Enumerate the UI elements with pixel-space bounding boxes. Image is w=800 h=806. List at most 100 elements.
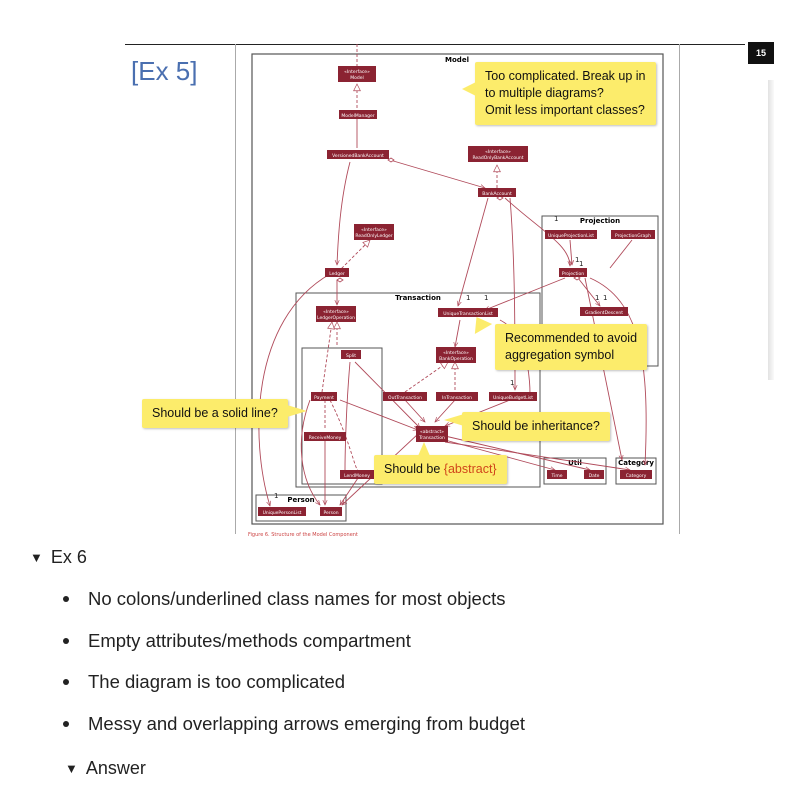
- class-ledger: Ledger: [325, 268, 349, 277]
- svg-text:1: 1: [554, 215, 558, 223]
- svg-text:Util: Util: [568, 459, 582, 467]
- package-category: Category: [615, 457, 657, 485]
- svg-text:Time: Time: [550, 473, 562, 479]
- bullet-dot: [63, 596, 69, 602]
- aggregation-diamonds: [336, 157, 581, 283]
- package-util: Util: [543, 457, 607, 485]
- svg-text:BankAccount: BankAccount: [482, 191, 512, 197]
- svg-text:LedgerOperation: LedgerOperation: [317, 315, 355, 321]
- class-gradient-descent: GradientDescent: [580, 307, 628, 316]
- class-in-transaction: InTransaction: [436, 392, 478, 401]
- slide-top-rule: [125, 44, 745, 45]
- svg-text:UniquePersonList: UniquePersonList: [263, 510, 302, 516]
- toggle-ex6-label: Ex 6: [50, 547, 87, 567]
- package-model: Model: [251, 53, 664, 525]
- svg-text:LendMoney: LendMoney: [344, 473, 370, 479]
- slide: [Ex 5] 15 Model Projection Transaction: [125, 42, 774, 538]
- class-unique-budget-list: UniqueBudgetList: [489, 392, 537, 401]
- svg-text:1: 1: [575, 256, 579, 264]
- list-item: The diagram is too complicated: [63, 671, 525, 713]
- svg-text:Ledger: Ledger: [329, 271, 345, 277]
- class-boxes: «Interface» Model ModelManager Versioned…: [258, 66, 655, 516]
- svg-text:Person: Person: [323, 510, 338, 516]
- class-projection: Projection: [559, 268, 587, 277]
- class-model-manager: ModelManager: [339, 110, 377, 119]
- svg-text:Model: Model: [445, 56, 469, 64]
- svg-text:1: 1: [274, 492, 278, 500]
- class-interface-ledger-operation: «Interface» LedgerOperation: [316, 306, 356, 322]
- svg-text:InTransaction: InTransaction: [442, 395, 472, 401]
- class-person: Person: [320, 507, 342, 516]
- svg-text:«Interface»: «Interface»: [344, 69, 370, 75]
- svg-text:1: 1: [595, 294, 599, 302]
- class-lend-money: LendMoney: [340, 470, 374, 479]
- svg-text:1: 1: [603, 294, 607, 302]
- class-split: Split: [341, 350, 361, 359]
- class-interface-model: «Interface» Model: [338, 66, 376, 82]
- svg-text:Person: Person: [287, 496, 314, 504]
- svg-text:«Interface»: «Interface»: [323, 309, 349, 315]
- svg-text:«Interface»: «Interface»: [443, 350, 469, 356]
- class-out-transaction: OutTransaction: [383, 392, 427, 401]
- list-item: Empty attributes/methods compartment: [63, 630, 525, 672]
- note-too-complicated: Too complicated. Break up in to multiple…: [475, 62, 656, 125]
- class-projection-graph: ProjectionGraph: [611, 230, 655, 239]
- package-transaction: Transaction: [295, 292, 541, 488]
- class-unique-person-list: UniquePersonList: [258, 507, 306, 516]
- package-person: Person: [255, 494, 347, 522]
- svg-text:Category: Category: [618, 459, 654, 467]
- svg-text:BankOperation: BankOperation: [439, 356, 473, 362]
- svg-text:Model: Model: [350, 75, 364, 81]
- class-time: Time: [547, 470, 567, 479]
- bullet-dot: [63, 720, 69, 727]
- svg-text:«abstract»: «abstract»: [420, 429, 444, 435]
- note-tail: [287, 405, 307, 417]
- note-tail: [418, 442, 430, 456]
- svg-text:Transaction: Transaction: [395, 294, 441, 302]
- svg-text:ReceiveMoney: ReceiveMoney: [309, 435, 342, 441]
- toggle-ex6[interactable]: ▼ Ex 6: [30, 547, 87, 568]
- svg-text:UniqueProjectionList: UniqueProjectionList: [548, 233, 594, 239]
- svg-text:OutTransaction: OutTransaction: [388, 395, 422, 401]
- svg-text:ProjectionGraph: ProjectionGraph: [615, 233, 651, 239]
- slide-title: [Ex 5]: [131, 56, 198, 86]
- uml-class-diagram: Model Projection Transaction Person Util…: [248, 44, 664, 538]
- svg-text:ReadOnlyBankAccount: ReadOnlyBankAccount: [472, 155, 523, 161]
- triangle-down-icon: ▼: [65, 761, 78, 776]
- class-payment: Payment: [311, 392, 337, 401]
- class-interface-readonly-bank: «Interface» ReadOnlyBankAccount: [468, 146, 528, 162]
- svg-text:Split: Split: [346, 353, 356, 359]
- toggle-answer[interactable]: ▼ Answer: [65, 758, 146, 779]
- figure-caption: Figure 6. Structure of the Model Compone…: [248, 532, 358, 538]
- svg-text:1: 1: [579, 260, 583, 268]
- next-page-shadow: [768, 80, 774, 380]
- note-inheritance: Should be inheritance?: [462, 412, 610, 441]
- list-item: Messy and overlapping arrows emerging fr…: [63, 713, 525, 755]
- svg-text:Transaction: Transaction: [418, 435, 445, 441]
- svg-text:1: 1: [484, 294, 488, 302]
- bullet-dot: [63, 679, 69, 685]
- class-category: Category: [620, 470, 652, 479]
- package-split-inner: [301, 347, 383, 485]
- svg-text:ReadOnlyLedger: ReadOnlyLedger: [355, 233, 392, 239]
- toggle-answer-label: Answer: [85, 758, 146, 778]
- svg-text:Projection: Projection: [562, 271, 584, 277]
- note-tail: [462, 82, 476, 96]
- note-abstract: Should be {abstract}: [374, 455, 507, 484]
- ex6-bullet-list: No colons/underlined class names for mos…: [63, 588, 525, 754]
- svg-text:VersionedBankAccount: VersionedBankAccount: [332, 153, 384, 159]
- note-tail: [444, 414, 464, 426]
- triangle-down-icon: ▼: [30, 550, 43, 565]
- note-aggregation: Recommended to avoid aggregation symbol: [495, 324, 648, 370]
- diagram-frame: [235, 44, 680, 534]
- svg-text:GradientDescent: GradientDescent: [585, 310, 623, 316]
- svg-text:Date: Date: [589, 473, 600, 479]
- class-unique-transaction-list: UniqueTransactionList: [438, 308, 498, 317]
- list-item: No colons/underlined class names for mos…: [63, 588, 525, 630]
- svg-text:1: 1: [466, 294, 470, 302]
- page-number-badge: 15: [748, 42, 774, 64]
- class-bank-account: BankAccount: [478, 188, 516, 197]
- svg-text:Payment: Payment: [314, 395, 334, 401]
- svg-text:1: 1: [510, 379, 514, 387]
- svg-text:UniqueBudgetList: UniqueBudgetList: [493, 395, 533, 401]
